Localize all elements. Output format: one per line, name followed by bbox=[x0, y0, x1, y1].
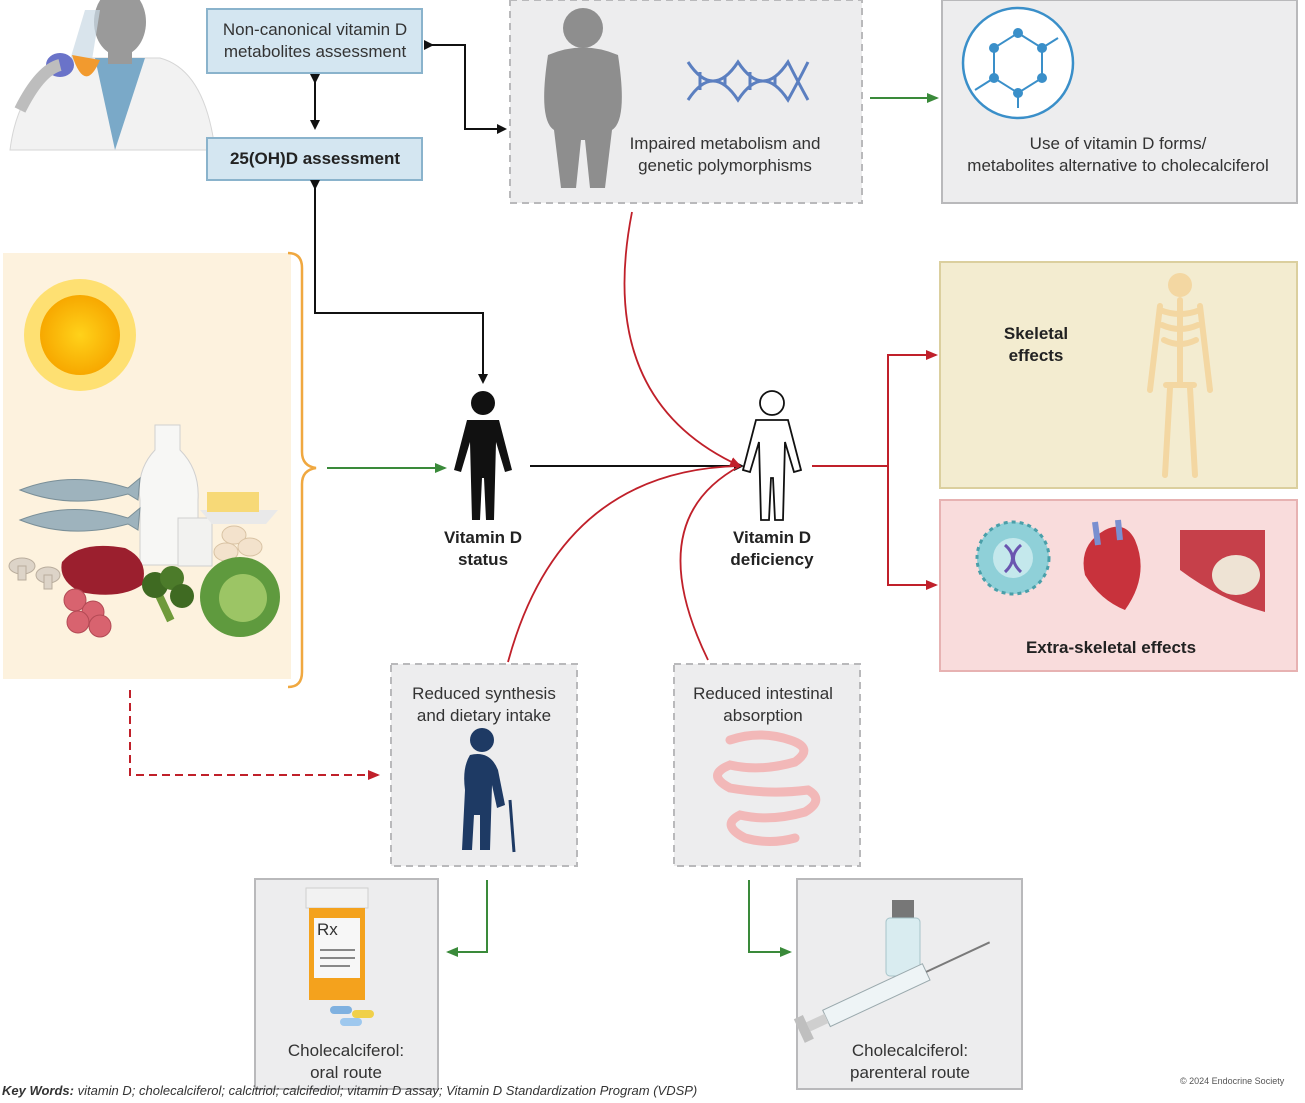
skeletal-effects-label: Skeletal effects bbox=[1003, 324, 1069, 365]
absorption-parenteral-arrow bbox=[748, 880, 792, 957]
reduced-absorption-label: Reduced intestinal absorption bbox=[693, 684, 833, 725]
vitamin-d-status-person-icon bbox=[454, 391, 512, 520]
parenteral-route-label: Cholecalciferol: parenteral route bbox=[849, 1041, 971, 1082]
deficiency-extraskeletal-arrow bbox=[887, 466, 938, 590]
virus-icon bbox=[975, 520, 1051, 596]
oral-route-label: Cholecalciferol: oral route bbox=[287, 1041, 405, 1082]
steak-icon bbox=[61, 545, 144, 595]
syringe-icon bbox=[793, 941, 991, 1043]
extra-skeletal-effects-label: Extra-skeletal effects bbox=[1025, 638, 1197, 657]
synthesis-deficiency-curve bbox=[507, 465, 741, 663]
noncanonical-assessment-box bbox=[206, 8, 423, 74]
sun-icon bbox=[24, 279, 136, 391]
intestine-icon bbox=[713, 730, 821, 846]
dna-icon bbox=[686, 59, 810, 103]
sources-reduced-synthesis-arrow bbox=[129, 690, 380, 780]
skeleton-icon bbox=[1147, 273, 1213, 478]
heart-icon bbox=[1083, 519, 1141, 610]
key-words-text: vitamin D; cholecalciferol; calcitriol; … bbox=[74, 1083, 698, 1098]
molecule-icon bbox=[961, 6, 1075, 120]
rx-label: Rx bbox=[317, 920, 338, 939]
elderly-person-icon bbox=[462, 728, 516, 853]
alternative-forms-label: Use of vitamin D forms/ metabolites alte… bbox=[967, 134, 1269, 175]
key-words-lead: Key Words: bbox=[2, 1083, 74, 1098]
fish-icon bbox=[18, 476, 141, 532]
mushrooms-icon bbox=[8, 557, 61, 590]
scientist-illustration bbox=[9, 0, 216, 151]
synthesis-oral-arrow bbox=[446, 880, 488, 957]
metabolism-deficiency-curve bbox=[623, 211, 742, 467]
vitamin-d-deficiency-label: Vitamin D deficiency bbox=[730, 528, 814, 569]
deficiency-skeletal-arrow bbox=[887, 350, 938, 466]
ohd-status-arrow bbox=[310, 180, 488, 384]
obese-person-icon bbox=[544, 8, 622, 188]
broccoli-icon bbox=[142, 566, 194, 623]
vitamin-d-status-label: Vitamin D status bbox=[443, 528, 523, 569]
muscle-icon bbox=[1180, 530, 1265, 612]
pills-icon bbox=[330, 1006, 374, 1026]
noncanonical-assessment-label: Non-canonical vitamin D metabolites asse… bbox=[222, 20, 408, 61]
sources-brace bbox=[287, 251, 317, 689]
reduced-synthesis-label: Reduced synthesis and dietary intake bbox=[412, 684, 556, 725]
pill-bottle-icon bbox=[305, 887, 369, 1000]
salami-icon bbox=[63, 588, 112, 638]
metabolism-label: Impaired metabolism and genetic polymorp… bbox=[629, 134, 821, 175]
noncanonical-metabolism-arrow bbox=[424, 40, 507, 134]
eggs-icon bbox=[213, 525, 263, 562]
absorption-deficiency-curve bbox=[679, 465, 741, 661]
milk-bottle-icon bbox=[138, 424, 213, 567]
butter-icon bbox=[200, 492, 278, 524]
key-words-caption: Key Words: vitamin D; cholecalciferol; c… bbox=[2, 1083, 697, 1098]
copyright-notice: © 2024 Endocrine Society bbox=[1180, 1076, 1285, 1086]
ohd-assessment-label: 25(OH)D assessment bbox=[229, 149, 401, 168]
cabbage-icon bbox=[200, 557, 280, 637]
skeletal-effects-box bbox=[939, 261, 1298, 489]
vitamin-d-deficiency-person-icon bbox=[741, 390, 803, 521]
ohd-assessment-box bbox=[206, 137, 423, 181]
